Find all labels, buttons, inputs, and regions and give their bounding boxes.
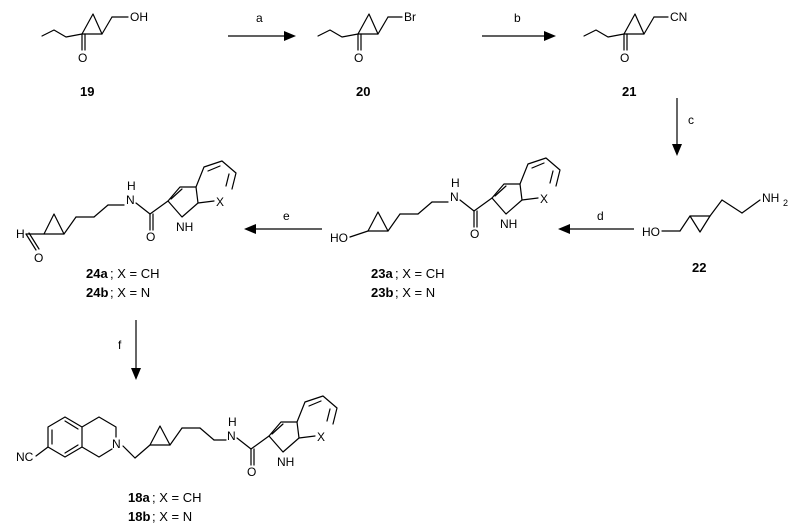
nitrile-label: CN	[670, 10, 687, 24]
caption-23b-rest: ; X = N	[395, 285, 435, 300]
ring-x-label: X	[317, 430, 325, 444]
compound-19-label: 19	[80, 84, 94, 99]
step-c-label: c	[688, 113, 694, 127]
caption-23b-id: 23b	[371, 285, 393, 300]
hydroxyl-label: HO	[330, 231, 348, 245]
compound-21-structure: CN O	[583, 10, 687, 65]
amide-hydrogen-label: H	[228, 415, 237, 429]
compound-23-structure: HO N H O X NH	[330, 157, 561, 245]
caption-23a-rest: ; X = CH	[395, 266, 445, 281]
caption-24b-rest: ; X = N	[110, 285, 150, 300]
amide-nitrogen-label: N	[450, 190, 459, 204]
indole-nh-label: NH	[176, 220, 193, 234]
carbonyl-oxygen-label: O	[247, 465, 256, 479]
caption-23a-id: 23a	[371, 266, 393, 281]
ring-x-label: X	[216, 195, 224, 209]
amide-hydrogen-label: H	[451, 176, 460, 190]
caption-18b-rest: ; X = N	[152, 509, 192, 524]
caption-18a-id: 18a	[128, 490, 150, 505]
arrow-d-head	[558, 224, 570, 234]
amine-label: NH	[762, 191, 779, 205]
step-e-label: e	[283, 209, 290, 223]
aldehyde-hydrogen-label: H	[16, 227, 25, 241]
compound-21-label: 21	[622, 84, 636, 99]
arrow-f-head	[131, 368, 141, 380]
ring-x-label: X	[540, 192, 548, 206]
compound-20-structure: Br O	[317, 10, 416, 65]
compound-22-structure: HO NH 2	[642, 191, 788, 239]
carbonyl-oxygen-label: O	[78, 51, 87, 65]
indole-nh-label: NH	[277, 455, 294, 469]
compound-22-label: 22	[692, 260, 706, 275]
arrow-e-head	[244, 224, 256, 234]
amide-hydrogen-label: H	[127, 179, 136, 193]
step-b-label: b	[514, 11, 521, 25]
arrow-b-head	[544, 31, 556, 41]
caption-18a-rest: ; X = CH	[152, 490, 202, 505]
arrow-a-head	[284, 31, 296, 41]
carbonyl-oxygen-label: O	[470, 227, 479, 241]
caption-24a-id: 24a	[86, 266, 108, 281]
compound-18-structure: NC N N H O X NH	[16, 395, 338, 479]
caption-24a-rest: ; X = CH	[110, 266, 160, 281]
indole-nh-label: NH	[500, 217, 517, 231]
arrow-c-head	[672, 144, 682, 156]
compound-20-label: 20	[356, 84, 370, 99]
caption-18b-id: 18b	[128, 509, 150, 524]
caption-24b-id: 24b	[86, 285, 108, 300]
aldehyde-oxygen-label: O	[34, 251, 43, 265]
amine-subscript: 2	[783, 198, 788, 208]
step-f-label: f	[118, 338, 122, 352]
hydroxyl-label: OH	[130, 10, 148, 24]
compound-24-structure: O H N H O X NH	[16, 160, 237, 265]
amide-nitrogen-label: N	[126, 193, 135, 207]
carbonyl-oxygen-label: O	[620, 51, 629, 65]
nitrile-label: NC	[16, 450, 34, 464]
isoquinoline-nitrogen-label: N	[112, 437, 121, 451]
step-d-label: d	[597, 209, 604, 223]
carbonyl-oxygen-label: O	[354, 51, 363, 65]
hydroxyl-label: HO	[642, 225, 660, 239]
step-a-label: a	[256, 11, 263, 25]
compound-19-structure: OH O	[41, 10, 148, 65]
bromine-label: Br	[404, 10, 416, 24]
carbonyl-oxygen-label: O	[146, 230, 155, 244]
amide-nitrogen-label: N	[227, 429, 236, 443]
